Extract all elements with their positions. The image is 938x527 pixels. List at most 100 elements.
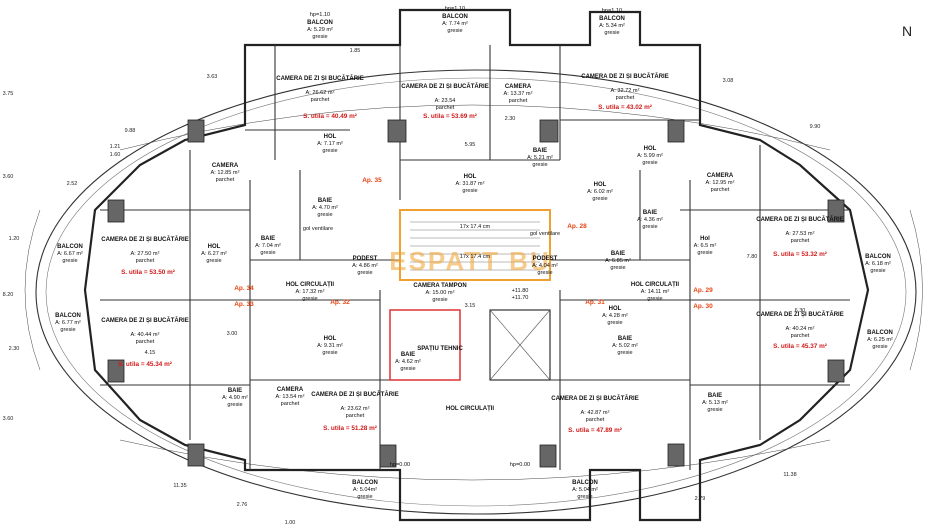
dimension-label: 3.75 — [3, 91, 14, 97]
svg-text:CAMERA DE ZI ȘI BUCĂTĂRIE: CAMERA DE ZI ȘI BUCĂTĂRIE — [756, 311, 843, 318]
apartment-tag: Ap. 35 — [362, 177, 382, 184]
svg-text:BAIE: BAIE — [643, 210, 657, 216]
dimension-label: 1.60 — [110, 152, 121, 158]
svg-text:CAMERA DE ZI ȘI BUCĂTĂRIE: CAMERA DE ZI ȘI BUCĂTĂRIE — [311, 391, 398, 398]
svg-text:gresie: gresie — [447, 28, 462, 34]
svg-text:BALCON: BALCON — [57, 244, 83, 250]
apartment-tags: Ap. 34 Ap. 35 Ap. 28 Ap. 29 Ap. 30 Ap. 3… — [234, 177, 713, 310]
svg-text:gresie: gresie — [462, 188, 477, 194]
room-spatiu-tehnic: SPAȚIU TEHNIC — [417, 346, 463, 352]
svg-text:parchet: parchet — [586, 417, 605, 423]
svg-text:parchet: parchet — [791, 333, 810, 339]
column — [107, 359, 125, 383]
svg-text:A: 4.28 m²: A: 4.28 m² — [602, 313, 628, 319]
svg-text:A: 42.87 m²: A: 42.87 m² — [581, 410, 610, 416]
usable-area-labels: S. utila = 40.49 m² S. utila = 53.69 m² … — [118, 104, 827, 434]
note-hp: hp=1.10 — [310, 12, 330, 18]
svg-text:A: 27.53 m²: A: 27.53 m² — [786, 231, 815, 237]
column — [187, 119, 205, 143]
dimension-label: 3.15 — [465, 303, 476, 309]
svg-text:gresie: gresie — [302, 296, 317, 302]
svg-text:gresie: gresie — [642, 224, 657, 230]
svg-text:A: 4.62 m²: A: 4.62 m² — [395, 359, 421, 365]
stair-treads — [410, 221, 540, 271]
svg-text:BAIE: BAIE — [618, 336, 632, 342]
dimension-label: 3.08 — [723, 78, 734, 84]
svg-text:A: 4.36 m²: A: 4.36 m² — [637, 217, 663, 223]
svg-text:A: 14.11 m²: A: 14.11 m² — [641, 289, 670, 295]
svg-text:A: 32.72 m²: A: 32.72 m² — [611, 88, 640, 94]
svg-text:gresie: gresie — [400, 366, 415, 372]
svg-text:parchet: parchet — [791, 238, 810, 244]
svg-text:BALCON: BALCON — [55, 313, 81, 319]
svg-text:A: 6.02 m²: A: 6.02 m² — [587, 189, 613, 195]
column — [379, 444, 397, 468]
north-arrow: N — [902, 23, 912, 39]
svg-text:A: 6.67 m²: A: 6.67 m² — [57, 251, 83, 257]
note-hp: hp=1.10 — [602, 8, 622, 14]
svg-text:HOL: HOL — [644, 146, 657, 152]
svg-text:parchet: parchet — [281, 401, 300, 407]
note-stair: 17x 17.4 cm — [460, 224, 491, 230]
svg-text:gresie: gresie — [642, 160, 657, 166]
usable-area-label: S. utila = 53.50 m² — [121, 269, 175, 276]
dimension-label: 3.63 — [207, 74, 218, 80]
exterior-wall — [83, 8, 870, 522]
svg-text:HOL: HOL — [609, 306, 622, 312]
dimension-arc-right — [909, 209, 923, 371]
svg-text:A: 13.37 m²: A: 13.37 m² — [504, 91, 533, 97]
svg-text:CAMERA DE ZI ȘI BUCĂTĂRIE: CAMERA DE ZI ȘI BUCĂTĂRIE — [101, 317, 188, 324]
svg-text:A: 6.5 m²: A: 6.5 m² — [694, 243, 717, 249]
svg-text:BAIE: BAIE — [401, 352, 415, 358]
svg-text:HOL: HOL — [464, 174, 477, 180]
svg-text:A: 27.50 m²: A: 27.50 m² — [131, 251, 160, 257]
apartment-tag: Ap. 32 — [330, 299, 350, 306]
column — [539, 119, 559, 143]
svg-text:CAMERA: CAMERA — [707, 173, 734, 179]
column — [827, 199, 845, 223]
dimension-label: 2.30 — [505, 116, 516, 122]
svg-text:parchet: parchet — [216, 177, 235, 183]
column — [667, 443, 685, 467]
note-gol-ventilare: gol ventilare — [303, 226, 333, 232]
usable-area-label: S. utila = 45.34 m² — [118, 361, 172, 368]
svg-text:A: 5.34 m²: A: 5.34 m² — [599, 23, 625, 29]
svg-text:CAMERA DE ZI ȘI BUCĂTĂRIE: CAMERA DE ZI ȘI BUCĂTĂRIE — [581, 73, 668, 80]
svg-text:A: 12.85 m²: A: 12.85 m² — [211, 170, 240, 176]
dimension-label: 3.60 — [3, 174, 14, 180]
dimension-label: 3.00 — [227, 331, 238, 337]
usable-area-label: S. utila = 53.69 m² — [423, 113, 477, 120]
dimension-label: 1.85 — [350, 48, 361, 54]
svg-text:gresie: gresie — [357, 494, 372, 500]
svg-text:BALCON: BALCON — [865, 254, 891, 260]
svg-text:gresie: gresie — [62, 258, 77, 264]
usable-area-label: S. utila = 43.02 m² — [598, 104, 652, 111]
svg-text:A: 40.24 m²: A: 40.24 m² — [786, 326, 815, 332]
svg-text:BALCON: BALCON — [442, 14, 468, 20]
apartment-tag: Ap. 31 — [585, 299, 605, 306]
svg-text:parchet: parchet — [136, 339, 155, 345]
svg-text:gresie: gresie — [532, 162, 547, 168]
dimension-labels: 3.75 3.63 9.88 1.21 1.60 2.52 3.60 1.20 … — [3, 48, 821, 526]
svg-text:PODEST: PODEST — [353, 256, 378, 262]
dimension-label: 5.95 — [465, 142, 476, 148]
